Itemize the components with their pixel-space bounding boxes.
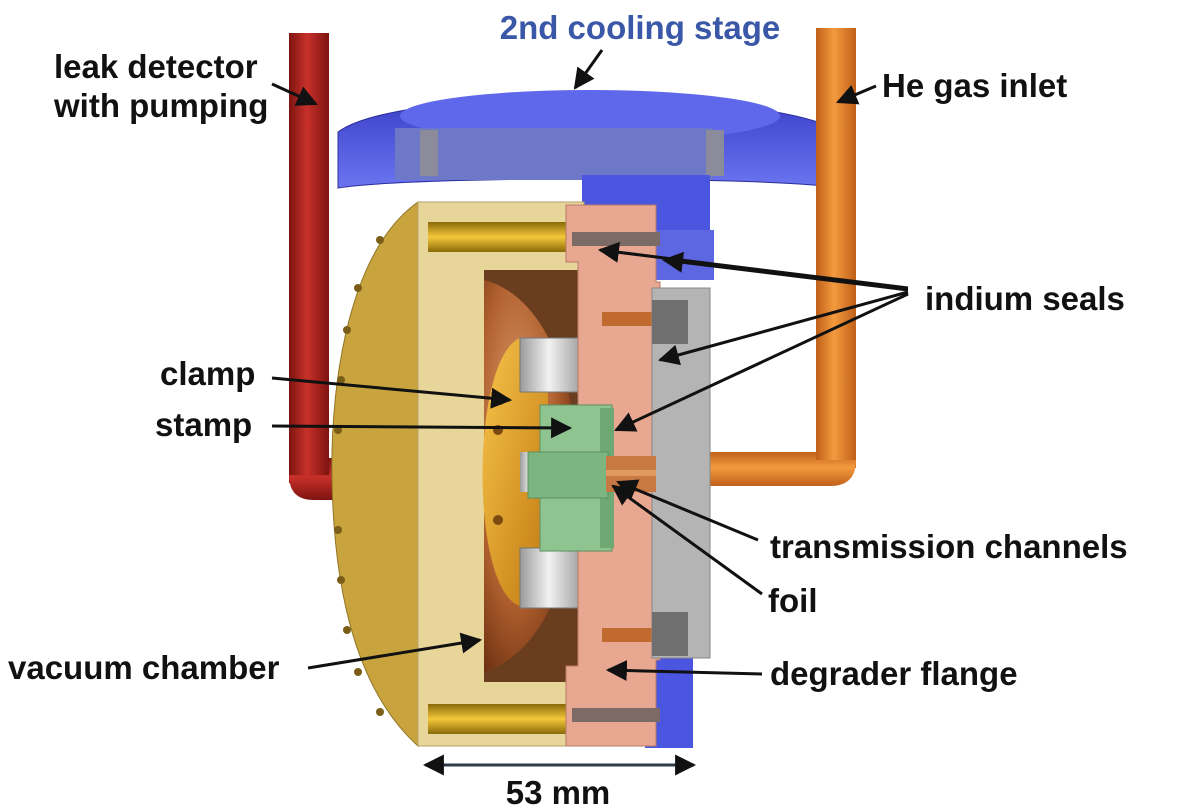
- label-stamp: stamp: [155, 406, 252, 443]
- label-cooling-stage: 2nd cooling stage: [500, 9, 781, 46]
- leader-arrows: [271, 49, 909, 776]
- arrow-vacuum-chamber: [307, 632, 483, 670]
- label-dimension: 53 mm: [506, 774, 611, 811]
- arrow-indium-seal-1: [597, 241, 909, 290]
- arrow-stamp: [271, 417, 573, 439]
- arrow-indium-seal-2: [661, 251, 909, 292]
- label-clamp: clamp: [160, 355, 255, 392]
- label-transmission-channels: transmission channels: [770, 528, 1128, 565]
- arrow-clamp: [271, 376, 513, 409]
- label-foil: foil: [768, 582, 817, 619]
- label-leak-detector-line2: with pumping: [53, 87, 268, 124]
- arrow-transmission-channels: [616, 479, 759, 542]
- label-vacuum-chamber: vacuum chamber: [8, 649, 280, 686]
- arrow-leak-detector: [271, 82, 318, 106]
- label-leak-detector-line1: leak detector: [54, 48, 258, 85]
- label-indium-seals: indium seals: [925, 280, 1125, 317]
- arrow-cooling-stage: [573, 49, 604, 90]
- arrow-indium-seal-4: [614, 292, 909, 432]
- arrow-degrader-flange: [605, 659, 763, 681]
- label-degrader-flange: degrader flange: [770, 655, 1018, 692]
- stamp: [527, 404, 656, 552]
- arrow-foil: [611, 484, 763, 596]
- gray-plate: [651, 287, 711, 659]
- label-he-gas-inlet: He gas inlet: [882, 67, 1067, 104]
- arrow-indium-seal-3: [657, 290, 909, 366]
- arrow-he-gas-inlet: [836, 84, 877, 105]
